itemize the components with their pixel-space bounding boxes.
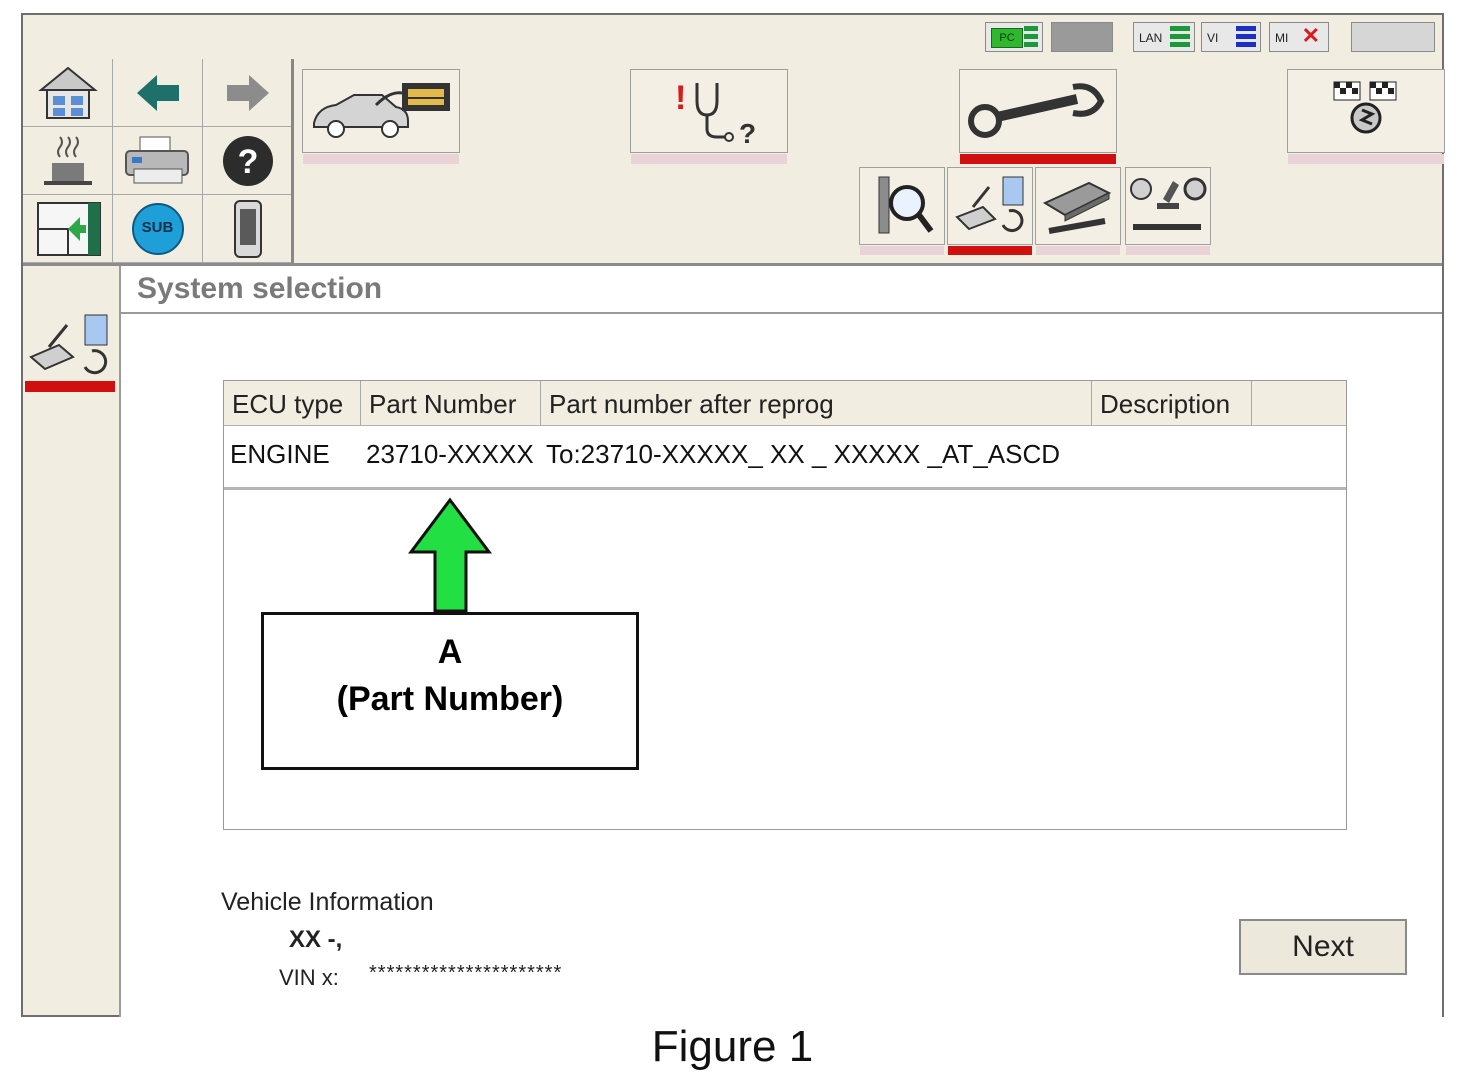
home-button[interactable] [23, 59, 113, 127]
vehicle-model: XX -, [289, 926, 343, 953]
forward-arrow-icon [226, 74, 269, 111]
phone-icon [233, 199, 262, 258]
green-arrow-icon [408, 497, 492, 613]
next-button[interactable]: Next [1239, 919, 1407, 975]
annotation-text: (Part Number) [336, 680, 564, 718]
vin-label: VIN x: [279, 965, 339, 990]
sub-label: SUB [141, 219, 174, 236]
vi-label: VI [1207, 31, 1219, 45]
header-divider [23, 263, 1442, 266]
replacement-underline [1036, 246, 1120, 255]
column-header-description: Description [1092, 381, 1252, 425]
toolbar-divider [291, 59, 294, 263]
break-button[interactable] [23, 127, 113, 195]
vi-indicator: VI [1201, 22, 1261, 52]
forward-button[interactable] [203, 59, 293, 127]
ecu-type-cell: ENGINE [230, 439, 330, 469]
annotation-callout: A (Part Number) [261, 612, 639, 770]
reprogramming-button[interactable] [947, 167, 1033, 255]
tool-grid: ? SUB [23, 59, 293, 263]
consult-window: PC LAN VI MI ✕ [21, 13, 1445, 1017]
lan-label: LAN [1139, 31, 1163, 45]
current-mode-underline [25, 381, 115, 392]
repair-button[interactable] [959, 69, 1117, 164]
help-button[interactable]: ? [203, 127, 293, 195]
ecu-search-underline [860, 246, 944, 255]
column-header-ecu-type: ECU type [224, 381, 361, 425]
mi-indicator: MI ✕ [1269, 22, 1329, 52]
magnifier-sparkplug-icon [878, 176, 934, 234]
current-mode-button[interactable] [27, 310, 113, 382]
wrench-icon [968, 83, 1105, 138]
diagnosis-underline [631, 154, 787, 164]
vehicle-selection-underline [303, 154, 459, 164]
coffee-icon [43, 135, 92, 185]
title-bar: System selection [121, 266, 1442, 314]
side-panel [23, 266, 121, 1017]
vehicle-information-label: Vehicle Information [221, 888, 434, 916]
phone-button[interactable] [203, 195, 293, 263]
battery-indicator [1051, 22, 1113, 52]
pc-signal-icon [1024, 26, 1038, 48]
part-number-cell: 23710-XXXXX [366, 439, 534, 469]
pc-indicator: PC [985, 22, 1043, 52]
figure-caption: Figure 1 [651, 1022, 814, 1071]
pc-label: PC [991, 28, 1023, 48]
lan-signal-icon [1170, 26, 1190, 48]
table-header: ECU type Part Number Part number after r… [224, 381, 1346, 426]
repair-active-underline [960, 154, 1116, 164]
mi-label: MI [1275, 31, 1289, 45]
printer-icon [124, 136, 189, 183]
after-reprog-cell: To:23710-XXXXX_ XX _ XXXXX _AT_ASCD [546, 439, 1061, 469]
print-button[interactable] [113, 127, 203, 195]
screen-capture-icon [36, 201, 101, 256]
vin-value: ********************** [369, 962, 563, 984]
ecu-search-button[interactable] [859, 167, 945, 255]
annotation-letter: A [437, 633, 463, 671]
back-arrow-icon [136, 74, 179, 111]
reprogram-icon [955, 176, 1024, 233]
status-bar: PC LAN VI MI ✕ [23, 15, 1442, 59]
sub-icon [131, 202, 184, 255]
ecu-wrench-icon [1042, 181, 1112, 234]
screen-capture-button[interactable] [23, 195, 113, 263]
column-header-part-number: Part Number [361, 381, 541, 425]
maintenance-button[interactable] [1287, 69, 1445, 164]
work-support-underline [1126, 246, 1210, 255]
diagnosis-button[interactable]: ! ? [630, 69, 788, 164]
table-row[interactable]: ENGINE 23710-XXXXX To:23710-XXXXX_ XX _ … [224, 425, 1346, 490]
svg-text:?: ? [237, 143, 258, 181]
tools-icon [1130, 177, 1207, 230]
maintenance-underline [1288, 154, 1444, 164]
vehicle-selection-button[interactable] [302, 69, 460, 164]
svg-text:?: ? [739, 118, 756, 147]
disconnected-icon: ✕ [1301, 23, 1320, 48]
vi-signal-icon [1236, 26, 1256, 48]
checkered-flags-icon [1333, 81, 1397, 134]
help-icon: ? [222, 135, 273, 186]
car-connector-icon [313, 83, 450, 138]
blank-indicator [1351, 22, 1435, 52]
sub-mode-button[interactable]: SUB [113, 195, 203, 263]
home-icon [37, 66, 98, 119]
reprogram-icon [29, 314, 108, 375]
replacement-button[interactable] [1035, 167, 1121, 255]
reprogramming-active-underline [948, 246, 1032, 255]
lan-indicator: LAN [1133, 22, 1195, 52]
back-button[interactable] [113, 59, 203, 127]
work-support-button[interactable] [1125, 167, 1211, 255]
svg-text:!: ! [675, 79, 686, 117]
stethoscope-icon: ! ? [675, 79, 756, 147]
page-title: System selection [137, 272, 383, 305]
column-header-after-reprog: Part number after reprog [541, 381, 1092, 425]
